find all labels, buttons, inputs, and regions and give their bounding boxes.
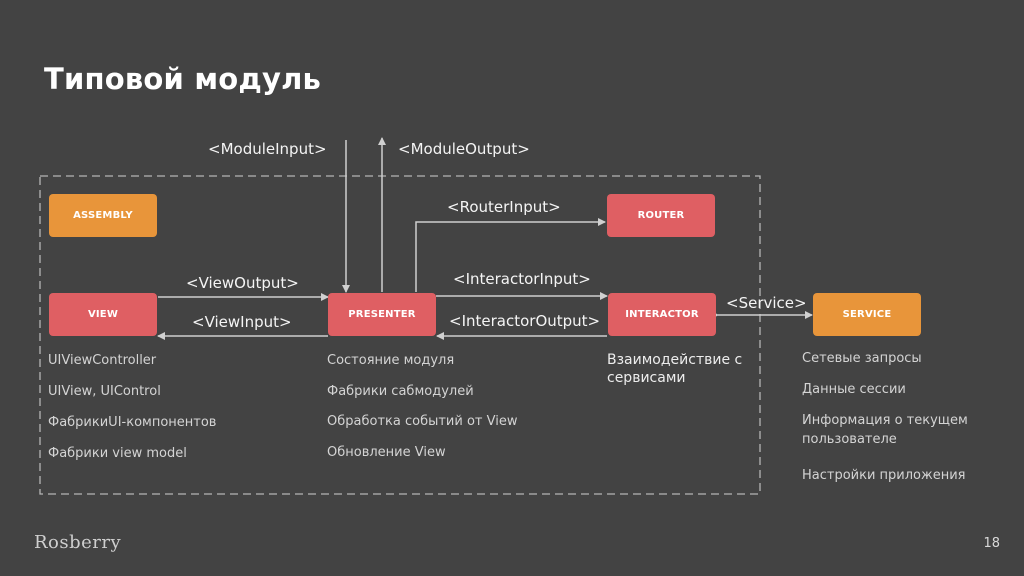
interactor-box: INTERACTOR <box>608 293 716 336</box>
interactor-input-label: <InteractorInput> <box>453 270 591 288</box>
view-note: ФабрикиUI-компонентов <box>48 415 217 430</box>
view-input-label: <ViewInput> <box>192 313 292 331</box>
view-box: VIEW <box>49 293 157 336</box>
module-output-label: <ModuleOutput> <box>398 140 530 158</box>
service-label: <Service> <box>726 294 807 312</box>
service-note: пользователе <box>802 432 897 447</box>
module-boundary <box>39 175 761 495</box>
slide-title: Типовой модуль <box>44 62 322 96</box>
module-input-label: <ModuleInput> <box>208 140 327 158</box>
view-note: Фабрики view model <box>48 446 187 461</box>
router-box: ROUTER <box>607 194 715 237</box>
service-note: Данные сессии <box>802 382 906 397</box>
presenter-box: PRESENTER <box>328 293 436 336</box>
presenter-note: Обновление View <box>327 445 446 460</box>
assembly-box: ASSEMBLY <box>49 194 157 237</box>
interactor-note: сервисами <box>607 370 686 386</box>
service-note: Информация о текущем <box>802 413 968 428</box>
presenter-note: Обработка событий от View <box>327 414 518 429</box>
rosberry-logo: Rosberry <box>34 532 122 553</box>
service-box: SERVICE <box>813 293 921 336</box>
interactor-note: Взаимодействие с <box>607 352 743 368</box>
interactor-output-label: <InteractorOutput> <box>449 312 601 330</box>
presenter-note: Фабрики сабмодулей <box>327 384 474 399</box>
view-note: UIView, UIControl <box>48 384 161 399</box>
presenter-note: Состояние модуля <box>327 353 455 368</box>
service-note: Сетевые запросы <box>802 351 922 366</box>
router-input-label: <RouterInput> <box>447 198 561 216</box>
service-note: Настройки приложения <box>802 468 966 483</box>
router-input-arrow <box>415 218 606 292</box>
page-number: 18 <box>983 536 1000 551</box>
view-note: UIViewController <box>48 353 157 368</box>
view-output-label: <ViewOutput> <box>186 274 299 292</box>
